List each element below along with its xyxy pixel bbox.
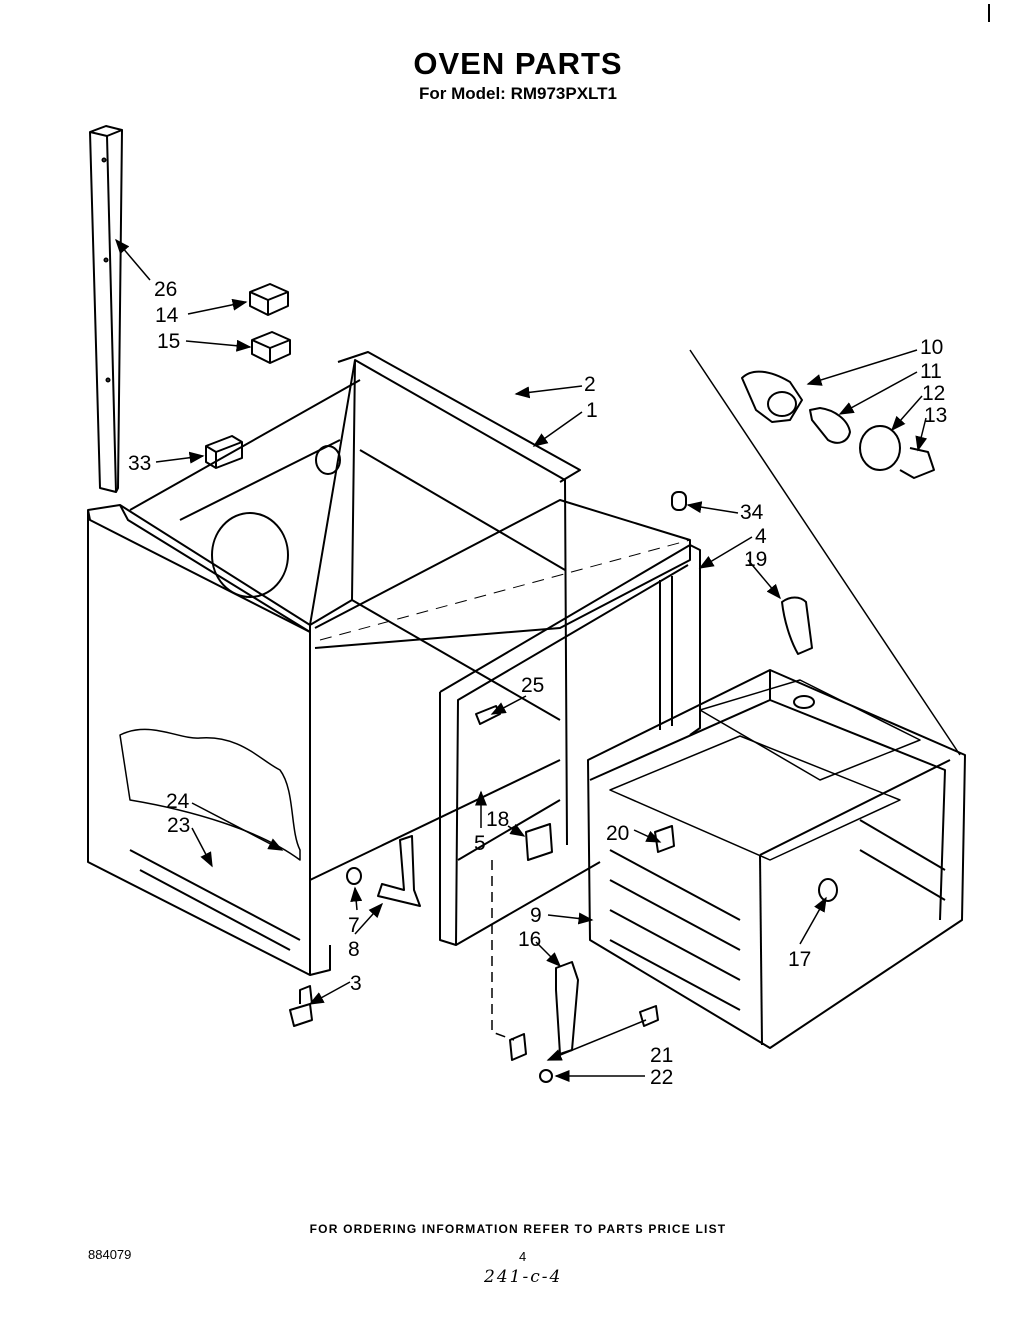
callout-13: 13 bbox=[924, 404, 947, 427]
callout-10: 10 bbox=[920, 336, 943, 359]
document-number: 884079 bbox=[88, 1247, 132, 1262]
page-number: 4 bbox=[519, 1249, 527, 1264]
callout-21: 21 bbox=[650, 1044, 673, 1067]
callout-33: 33 bbox=[128, 452, 151, 475]
plug-part-34 bbox=[671, 491, 687, 511]
callout-24: 24 bbox=[166, 790, 190, 813]
callout-20: 20 bbox=[606, 822, 629, 845]
callout-1: 1 bbox=[586, 399, 598, 422]
model-subtitle: For Model: RM973PXLT1 bbox=[418, 84, 618, 103]
bracket-part-18 bbox=[525, 823, 553, 861]
callout-34: 34 bbox=[740, 501, 764, 524]
oven-liner bbox=[587, 669, 966, 1049]
callout-4: 4 bbox=[755, 525, 767, 548]
vent-tube-part-19 bbox=[781, 596, 813, 655]
switch-part-33 bbox=[205, 435, 243, 469]
callout-14: 14 bbox=[155, 304, 179, 327]
callout-5: 5 bbox=[474, 832, 486, 855]
callout-23: 23 bbox=[167, 814, 190, 837]
callout-18: 18 bbox=[486, 808, 509, 831]
callout-labels: 26 14 15 33 2 1 34 4 19 10 11 12 13 25 2… bbox=[128, 278, 947, 1089]
callout-11: 11 bbox=[920, 360, 942, 383]
side-trim-strip bbox=[89, 125, 123, 493]
corner-mark bbox=[988, 4, 990, 22]
callout-2: 2 bbox=[584, 373, 596, 396]
callout-15: 15 bbox=[157, 330, 180, 353]
page-title: OVEN PARTS bbox=[413, 46, 623, 81]
callout-16: 16 bbox=[518, 928, 541, 951]
knob-part-15 bbox=[251, 331, 291, 364]
callout-3: 3 bbox=[350, 972, 362, 995]
callout-22: 22 bbox=[650, 1066, 673, 1089]
sensor-part-25 bbox=[475, 705, 501, 725]
cabinet-body bbox=[87, 351, 691, 976]
ordering-note: FOR ORDERING INFORMATION REFER TO PARTS … bbox=[309, 1222, 727, 1236]
callout-9: 9 bbox=[530, 904, 542, 927]
leader-lines bbox=[115, 238, 928, 1082]
front-frame-part-4 bbox=[439, 544, 701, 946]
callout-19: 19 bbox=[744, 548, 767, 571]
callout-25: 25 bbox=[521, 674, 544, 697]
callout-17: 17 bbox=[788, 948, 811, 971]
callout-7: 7 bbox=[348, 914, 360, 937]
callout-8: 8 bbox=[348, 938, 360, 961]
callout-12: 12 bbox=[922, 382, 945, 405]
callout-26: 26 bbox=[154, 278, 177, 301]
knob-part-14 bbox=[249, 283, 289, 316]
handwritten-note: 241-c-4 bbox=[484, 1267, 563, 1287]
